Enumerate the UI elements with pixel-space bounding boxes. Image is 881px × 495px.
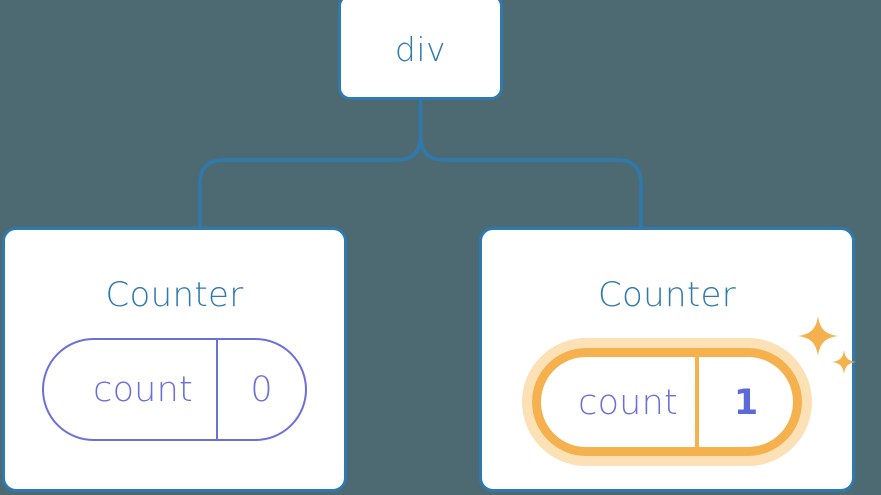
state-key-label: count — [93, 370, 193, 410]
state-value-cell: 0 — [218, 340, 305, 439]
node-counter-right[interactable]: Counter count 1 — [479, 227, 856, 492]
state-key-cell: count — [541, 357, 699, 447]
state-value-cell: 1 — [699, 357, 793, 447]
state-pill-wrapper-right: count 1 — [522, 316, 856, 466]
state-pill-wrapper-left: count 0 — [42, 338, 307, 441]
state-value-label: 0 — [250, 370, 273, 410]
state-pill-right[interactable]: count 1 — [532, 348, 802, 456]
state-pill-left[interactable]: count 0 — [42, 338, 307, 441]
state-key-cell: count — [44, 340, 218, 439]
node-counter-left[interactable]: Counter count 0 — [2, 227, 347, 492]
sparkle-small-icon — [832, 350, 856, 374]
component-title: Counter — [598, 275, 736, 315]
node-root-div[interactable]: div — [338, 0, 503, 100]
root-node-label: div — [394, 29, 447, 69]
state-key-label: count — [578, 382, 678, 423]
state-pill-highlight-glow: count 1 — [522, 338, 812, 466]
component-title: Counter — [105, 275, 244, 315]
state-value-label: 1 — [733, 382, 759, 423]
sparkle-large-icon — [798, 316, 838, 356]
